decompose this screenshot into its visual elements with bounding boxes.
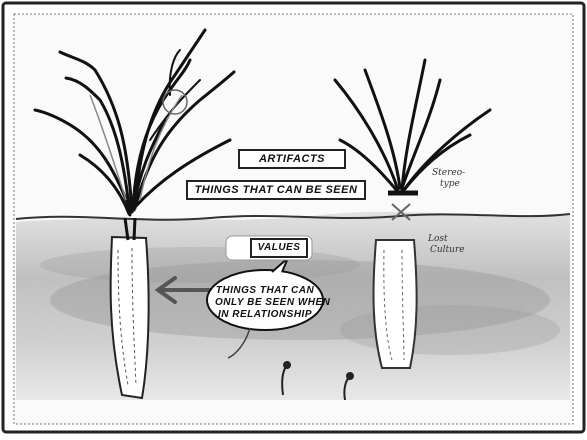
lost-culture-note-line-1: Lost xyxy=(428,234,448,244)
relationship-text-line-1: THINGS THAT CAN xyxy=(215,285,315,297)
stereotype-note-line-1: Stereo- xyxy=(432,168,465,178)
values-label: VALUES xyxy=(250,238,308,258)
relationship-text-line-3: IN RELATIONSHIP xyxy=(215,309,315,321)
things-seen-label: THINGS THAT CAN BE SEEN xyxy=(186,180,366,200)
artifacts-label: ARTIFACTS xyxy=(238,149,346,169)
relationship-text-line-2: ONLY BE SEEN WHEN xyxy=(215,297,315,309)
right-root xyxy=(374,240,417,368)
lost-culture-note-line-2: Culture xyxy=(430,245,465,255)
stereotype-note-line-2: type xyxy=(440,179,460,189)
